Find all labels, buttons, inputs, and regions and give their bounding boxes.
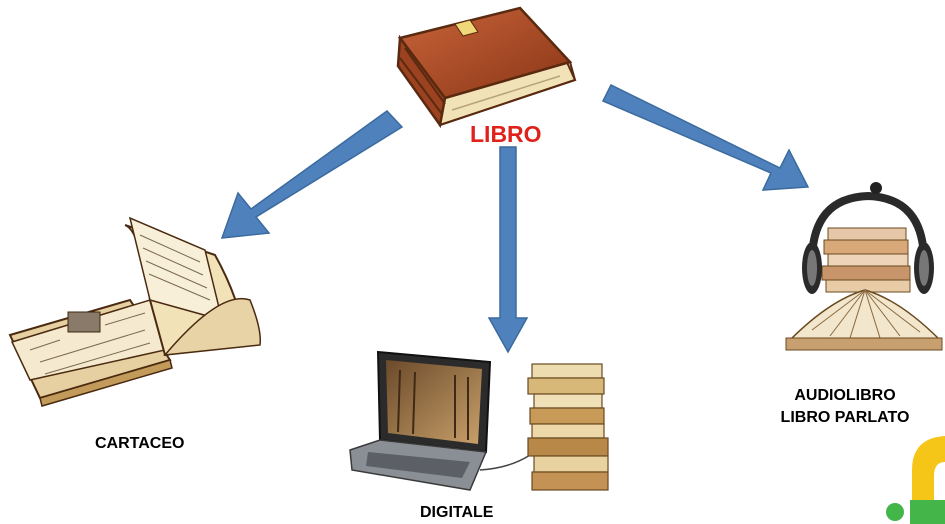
- arrow-to-digitale: [487, 146, 529, 354]
- closed-book-icon: [396, 6, 577, 129]
- audiolibro-line2: LIBRO PARLATO: [780, 409, 910, 426]
- cartaceo-label: CARTACEO: [95, 435, 185, 452]
- audiolibro-line1: AUDIOLIBRO: [794, 387, 896, 404]
- libro-label: LIBRO: [470, 121, 542, 147]
- headphones-books-icon: [785, 182, 943, 351]
- open-book-icon: [8, 216, 262, 407]
- audiolibro-label: AUDIOLIBRO LIBRO PARLATO: [760, 385, 930, 429]
- green-logo-icon: [886, 436, 945, 524]
- arrow-to-cartaceo: [220, 110, 404, 239]
- laptop-books-icon: [349, 350, 609, 491]
- digitale-label: DIGITALE: [420, 504, 494, 521]
- arrow-to-audio: [601, 83, 810, 191]
